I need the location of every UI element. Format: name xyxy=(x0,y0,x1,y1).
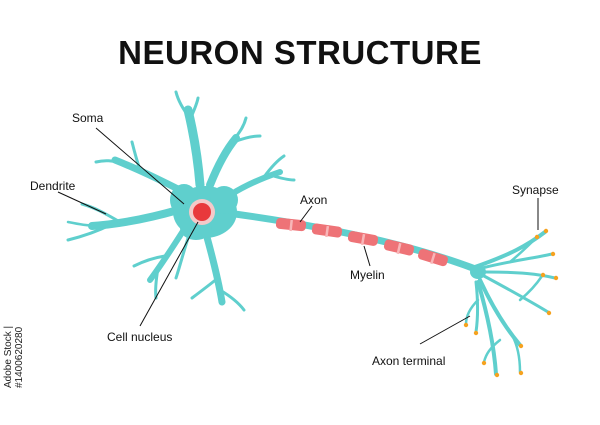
synapse-label: Synapse xyxy=(512,183,559,197)
soma-label: Soma xyxy=(72,111,104,125)
axon-terminal-leader xyxy=(419,315,471,345)
cell-nucleus-leader xyxy=(139,221,199,327)
axon-terminal-branches xyxy=(464,230,557,376)
stock-id-watermark: Adobe Stock | #1400620280 xyxy=(3,325,25,388)
soma-leader xyxy=(95,127,185,205)
cell-nucleus xyxy=(193,203,211,221)
diagram-title: NEURON STRUCTURE xyxy=(118,34,482,71)
dendrite-leader xyxy=(57,191,107,215)
axon-leader xyxy=(299,205,313,223)
myelin-sheaths xyxy=(275,217,448,267)
neuron-cell xyxy=(66,90,557,376)
axon-label: Axon xyxy=(300,193,328,207)
leader-lines xyxy=(57,127,539,345)
synapse-dots xyxy=(463,228,559,378)
cell-nucleus-label: Cell nucleus xyxy=(107,330,173,344)
dendrite-label: Dendrite xyxy=(30,179,76,193)
myelin-label: Myelin xyxy=(350,268,385,282)
axon-terminal-label: Axon terminal xyxy=(372,354,446,368)
myelin-leader xyxy=(363,245,371,267)
